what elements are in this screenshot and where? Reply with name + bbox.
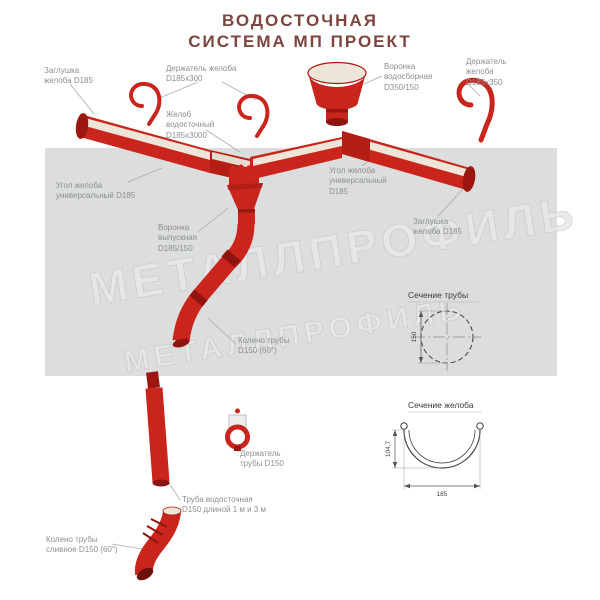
label-funnel-collector: Воронка водосборная D350/150 bbox=[384, 62, 433, 92]
gutter-section-diagram: 185 104,7 bbox=[385, 411, 484, 498]
downpipe bbox=[145, 371, 170, 487]
gutter-holder-icon-right bbox=[456, 77, 495, 143]
leader-funnel-outlet bbox=[197, 207, 229, 233]
gutter-right bbox=[342, 131, 476, 192]
gutter-holder-icon-left bbox=[129, 82, 162, 126]
gutter-end-cap-left bbox=[75, 113, 89, 139]
pipe-upper-elbows bbox=[172, 223, 255, 348]
pipe-section-diagram: 150 bbox=[408, 301, 482, 371]
gutter-holder-icon-mid bbox=[237, 94, 270, 138]
pipe-holder-clamp bbox=[225, 408, 250, 451]
leader-cap-left bbox=[69, 83, 95, 115]
leader-elbow bbox=[207, 317, 237, 345]
label-corner-left: Угол желоба универсальный D185 bbox=[56, 181, 136, 201]
gutter-end-cap-right bbox=[462, 166, 476, 192]
label-holder-300: Держатель желоба D185х300 bbox=[166, 64, 237, 84]
page-title-line2: СИСТЕМА МП ПРОЕКТ bbox=[188, 32, 412, 52]
leader-holder300-a bbox=[156, 81, 199, 100]
gutter-left bbox=[75, 113, 210, 173]
page-title: ВОДОСТОЧНАЯ СИСТЕМА МП ПРОЕКТ bbox=[0, 10, 600, 53]
label-pipe-holder: Держатель трубы D150 bbox=[240, 449, 284, 469]
gutter-height-dim: 104,7 bbox=[385, 440, 392, 457]
leader-gutter bbox=[205, 129, 241, 153]
leader-cap-right bbox=[437, 185, 467, 217]
outlet-funnel bbox=[227, 164, 263, 224]
leader-corner-left bbox=[127, 167, 163, 183]
heading-pipe-section: Сечение трубы bbox=[408, 290, 469, 300]
leader-funnel-collector bbox=[363, 75, 383, 85]
label-cap-left: Заглушка желоба D185 bbox=[44, 66, 93, 86]
label-gutter: Желоб водосточный D185х3000 bbox=[166, 110, 215, 140]
gutter-corner-right bbox=[342, 131, 370, 162]
gutter-middle bbox=[250, 137, 342, 180]
drain-elbow bbox=[134, 506, 182, 581]
label-holder-350: Держатель желоба D185х350 bbox=[466, 57, 507, 87]
label-cap-right: Заглушка желоба D185 bbox=[413, 217, 462, 237]
label-pipe: Труба водосточная D150 длиной 1 м и 3 м bbox=[182, 495, 266, 515]
pipe-diameter-dim: 150 bbox=[411, 331, 418, 342]
collector-funnel bbox=[307, 61, 367, 126]
gutter-width-dim: 185 bbox=[437, 491, 448, 498]
label-elbow-drain: Колено трубы сливное D150 (60°) bbox=[46, 535, 118, 555]
gutter-holders bbox=[129, 77, 495, 143]
page-title-line1: ВОДОСТОЧНАЯ bbox=[222, 11, 378, 30]
label-funnel-outlet: Воронка выпускная D185/150 bbox=[158, 223, 197, 253]
leader-holder350 bbox=[467, 83, 481, 97]
label-corner-right: Угол желоба универсальный D185 bbox=[329, 166, 387, 196]
label-elbow: Колено трубы D150 (60°) bbox=[238, 336, 290, 356]
heading-gutter-section: Сечение желоба bbox=[408, 400, 474, 410]
